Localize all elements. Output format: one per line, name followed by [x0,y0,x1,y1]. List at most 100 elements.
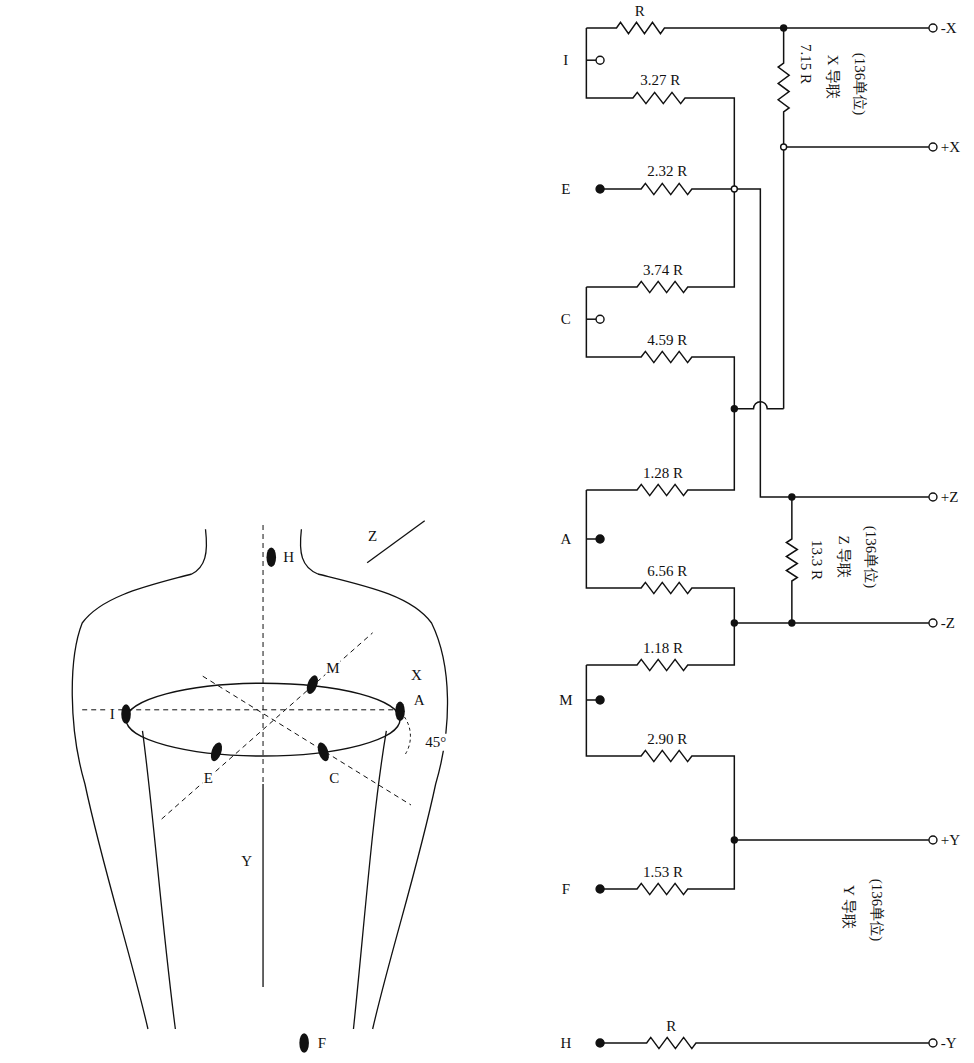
terminal [929,836,937,844]
body-outline [192,529,207,574]
body-outline [262,784,263,987]
wire [586,409,734,496]
terminal-label: F [561,881,571,898]
electrode-label: E [203,770,214,787]
wire [586,28,734,189]
wire [600,1037,929,1048]
junction-dot [731,620,737,626]
body-outline [353,731,386,1029]
junction-dot [781,144,787,150]
angle-label: 45° [424,734,447,751]
terminal-label: +Y [940,832,961,849]
electrode-label: A [413,692,426,709]
terminal [596,56,604,64]
junction-dot [731,837,737,843]
terminal [929,24,937,32]
terminals [596,24,937,1047]
resistor-value: 4.59 R [646,332,688,349]
terminal-label: M [558,692,573,709]
resistor-value: 3.27 R [639,72,681,89]
electrode [395,701,405,721]
junction-dot [781,25,787,31]
wire [778,28,789,147]
axis-label: X [410,667,423,684]
lead-label: (136单位) [869,878,886,943]
lead-label: Z 导联 [836,535,853,580]
wire [586,665,929,840]
wire [586,189,734,293]
wire [786,497,797,623]
axis-label: Z [367,528,378,545]
resistor-value: 2.90 R [646,731,688,748]
body-outline [318,574,448,1029]
terminal [596,696,604,704]
electrode-label: F [317,1035,327,1052]
terminal-label: C [560,311,572,328]
resistor-value: 3.74 R [642,262,684,279]
terminal [596,885,604,893]
body-outline [367,521,425,563]
terminal [929,493,937,501]
electrode-label: C [328,770,340,787]
axis-line [162,633,373,819]
resistor-value: 7.15 R [797,43,814,85]
terminal-label: +Z [940,489,960,506]
resistor-value: R [634,3,646,20]
electrode-label: M [325,660,340,677]
wire [783,147,785,409]
terminal-label: I [562,52,569,69]
lead-label: Y 导联 [841,884,858,930]
electrode [305,674,321,696]
junction-dot [789,620,795,626]
electrode-label: H [282,549,295,566]
resistor-value: 13.3 R [808,539,825,581]
body-outline [72,574,192,1029]
resistor-value: 1.53 R [642,864,684,881]
resistor-value: 6.56 R [646,563,688,580]
body-outline [300,529,317,574]
resistor-value: 1.18 R [642,640,684,657]
axis-line [203,676,411,805]
terminal [596,315,604,323]
wire [586,490,929,623]
terminal-label: E [560,181,571,198]
junction-dot [731,406,737,412]
junction-dot [731,186,737,192]
axis-line [82,709,405,710]
axis-label: Y [240,853,253,870]
terminal-label: -Z [940,615,956,632]
wire [586,22,929,33]
wire [586,623,734,671]
lead-label: (136单位) [852,52,869,117]
axis-line [263,525,264,784]
resistor-value: 1.28 R [642,465,684,482]
electrode [121,704,131,724]
wire [600,183,929,497]
wire [600,840,734,895]
terminal-label: -Y [940,1035,958,1052]
terminal [596,535,604,543]
body-outline [142,731,175,1029]
resistor-value: R [665,1018,677,1035]
figure-group [72,22,929,1052]
electrode [316,741,332,763]
terminal [596,1039,604,1047]
electrode [209,741,225,763]
junction-dot [789,494,795,500]
electrode [266,547,276,567]
wire [586,287,783,409]
lead-label: (136单位) [863,525,880,590]
terminal-label: -X [940,20,958,37]
terminal-label: H [559,1035,572,1052]
terminal [596,185,604,193]
terminal [929,143,937,151]
wire [784,146,929,148]
resistor-value: 2.32 R [646,163,688,180]
lead-label: X 导联 [825,54,842,101]
terminal [929,1039,937,1047]
terminal-label: A [559,531,572,548]
terminal [929,619,937,627]
electrode [299,1033,309,1053]
